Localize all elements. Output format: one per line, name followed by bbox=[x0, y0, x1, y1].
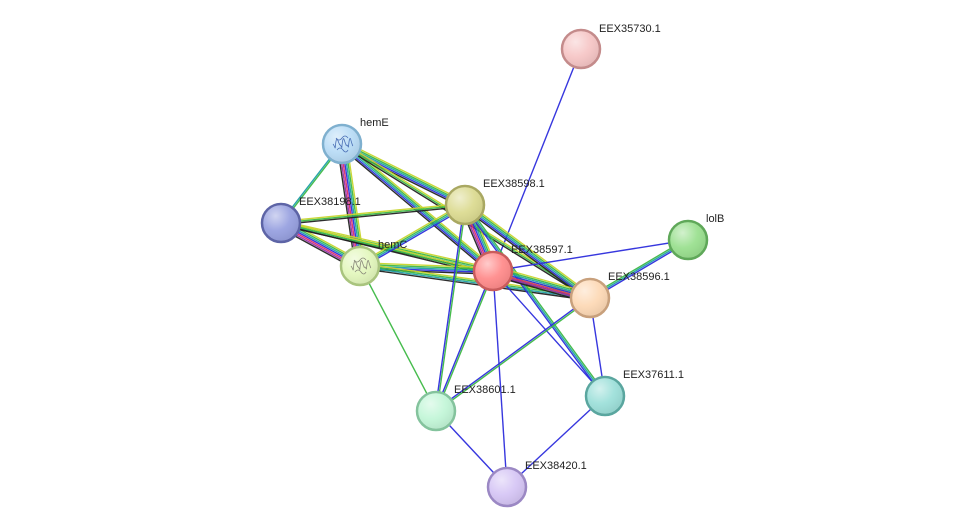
edge-eex38597-1-eex38601-1 bbox=[434, 270, 495, 412]
edge-hemc-eex38601-1 bbox=[359, 265, 437, 412]
edge-evidence-line bbox=[506, 395, 606, 488]
edge-evidence-line bbox=[465, 203, 607, 396]
edge-evidence-line bbox=[343, 140, 467, 203]
node-label: hemC bbox=[378, 239, 407, 251]
edge-evidence-line bbox=[492, 270, 508, 488]
edge-evidence-line bbox=[436, 271, 495, 412]
edge-evidence-line bbox=[359, 267, 590, 302]
node-eex38420-1[interactable]: EEX38420.1 bbox=[486, 460, 587, 508]
edge-evidence-line bbox=[463, 205, 590, 300]
edge-evidence-line bbox=[358, 202, 465, 265]
node-highlight bbox=[670, 222, 706, 258]
node-eex37611-1[interactable]: EEX37611.1 bbox=[584, 369, 684, 417]
edge-evidence-line bbox=[466, 201, 593, 296]
edge-evidence-line bbox=[359, 266, 590, 300]
edge-evidence-line bbox=[492, 270, 606, 397]
protein-structure-icon bbox=[332, 135, 354, 153]
edges-layer bbox=[278, 48, 690, 488]
edge-evidence-line bbox=[492, 239, 689, 272]
edge-evidence-line bbox=[344, 143, 364, 266]
node-hemc[interactable]: hemC bbox=[339, 239, 407, 287]
node-highlight bbox=[418, 393, 454, 429]
node-label: EEX37611.1 bbox=[623, 369, 684, 381]
node-highlight bbox=[563, 31, 599, 67]
protein-structure-icon bbox=[350, 257, 372, 275]
node-highlight bbox=[263, 205, 299, 241]
edge-eex38597-1-lolb bbox=[492, 239, 689, 272]
edge-heme-hemc bbox=[336, 143, 366, 267]
edge-evidence-line bbox=[342, 143, 363, 266]
edge-evidence-line bbox=[339, 144, 360, 267]
edge-eex38198-1-eex38598-1 bbox=[280, 202, 466, 226]
node-label: EEX38597.1 bbox=[511, 244, 573, 256]
edge-evidence-line bbox=[346, 143, 366, 266]
edge-evidence-line bbox=[434, 204, 465, 411]
edge-evidence-line bbox=[436, 205, 467, 412]
node-highlight bbox=[489, 469, 525, 505]
edge-evidence-line bbox=[360, 263, 494, 271]
edge-evidence-line bbox=[360, 262, 494, 269]
node-label: EEX38601.1 bbox=[454, 384, 516, 396]
node-label: EEX35730.1 bbox=[599, 23, 661, 35]
edge-evidence-line bbox=[336, 144, 356, 267]
node-highlight bbox=[587, 378, 623, 414]
edge-eex38598-1-eex37611-1 bbox=[463, 203, 607, 398]
node-eex38198-1[interactable]: EEX38198.1 bbox=[260, 196, 361, 244]
edge-eex37611-1-eex38420-1 bbox=[506, 395, 606, 488]
edge-eex38597-1-eex38420-1 bbox=[492, 270, 508, 488]
node-eex38601-1[interactable]: EEX38601.1 bbox=[415, 384, 516, 432]
edge-eex38596-1-eex38601-1 bbox=[435, 296, 591, 413]
edge-evidence-line bbox=[359, 265, 437, 412]
edge-evidence-line bbox=[280, 204, 466, 224]
node-highlight bbox=[572, 280, 608, 316]
node-label: lolB bbox=[706, 213, 724, 225]
edge-evidence-line bbox=[435, 296, 590, 411]
edge-evidence-line bbox=[342, 142, 495, 271]
node-eex38597-1[interactable]: EEX38597.1 bbox=[472, 244, 573, 292]
edge-evidence-line bbox=[464, 204, 606, 397]
edge-evidence-line bbox=[462, 207, 589, 302]
node-eex35730-1[interactable]: EEX35730.1 bbox=[560, 23, 661, 70]
edge-eex38598-1-eex38596-1 bbox=[462, 201, 593, 302]
edge-eex38597-1-eex37611-1 bbox=[492, 270, 606, 397]
node-label: hemE bbox=[360, 117, 389, 129]
edge-evidence-line bbox=[360, 206, 467, 269]
node-eex38598-1[interactable]: EEX38598.1 bbox=[444, 178, 545, 226]
node-label: EEX38596.1 bbox=[608, 271, 670, 283]
edge-evidence-line bbox=[342, 141, 467, 205]
edge-evidence-line bbox=[434, 270, 493, 411]
node-eex38596-1[interactable]: EEX38596.1 bbox=[569, 271, 670, 319]
edge-evidence-line bbox=[436, 298, 591, 413]
edge-eex38598-1-eex38601-1 bbox=[434, 204, 467, 412]
node-heme[interactable]: hemE bbox=[321, 117, 389, 165]
edge-evidence-line bbox=[465, 203, 592, 298]
node-highlight bbox=[475, 253, 511, 289]
edge-evidence-line bbox=[338, 144, 358, 267]
edge-evidence-line bbox=[360, 205, 466, 268]
node-label: EEX38198.1 bbox=[299, 196, 361, 208]
edge-evidence-line bbox=[281, 205, 466, 226]
node-lolb[interactable]: lolB bbox=[667, 213, 724, 261]
edge-evidence-line bbox=[463, 205, 605, 398]
node-label: EEX38598.1 bbox=[483, 178, 545, 190]
edge-evidence-line bbox=[464, 204, 591, 299]
edge-evidence-line bbox=[359, 203, 465, 266]
edge-evidence-line bbox=[280, 202, 465, 223]
edge-evidence-line bbox=[341, 143, 361, 267]
node-highlight bbox=[447, 187, 483, 223]
node-label: EEX38420.1 bbox=[525, 460, 587, 472]
edge-hemc-eex38598-1 bbox=[358, 202, 467, 269]
